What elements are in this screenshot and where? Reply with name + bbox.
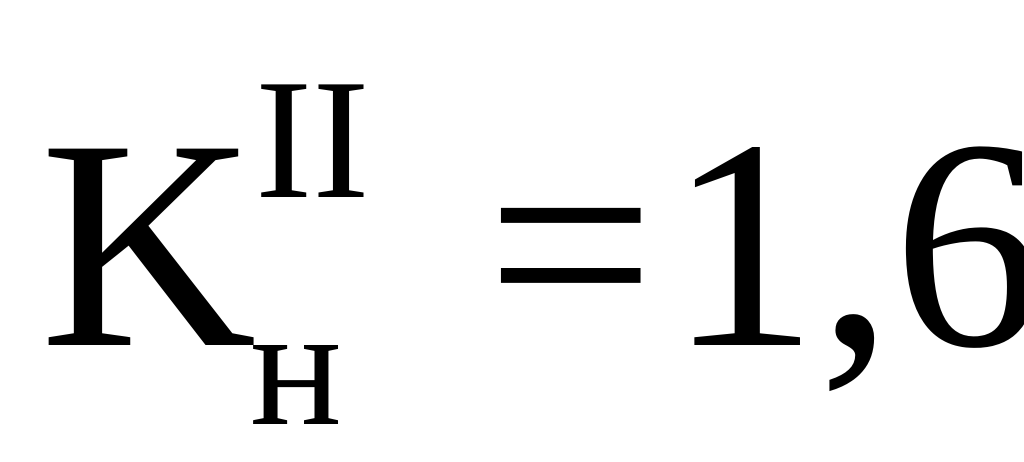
formula-expression: K II н = 1,6 xyxy=(40,45,1024,462)
formula-value: 1,6 xyxy=(668,78,1024,410)
formula-base-symbol: K xyxy=(40,78,257,410)
formula-superscript: II xyxy=(255,45,370,235)
formula-subscript: н xyxy=(250,272,343,462)
formula-equals-sign: = xyxy=(486,78,656,410)
